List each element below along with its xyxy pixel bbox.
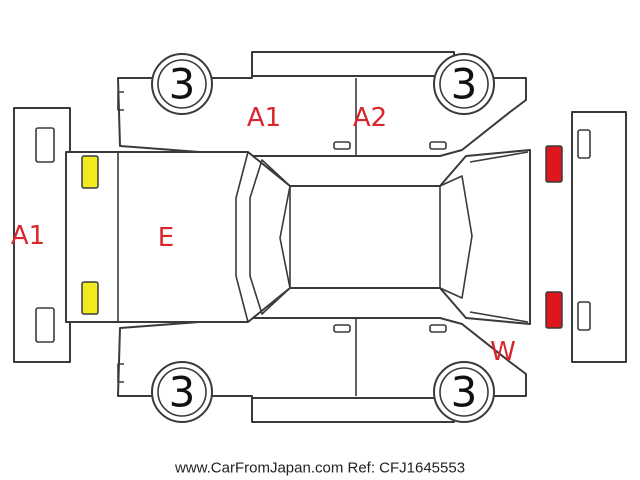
mark-front-bumper: A1 bbox=[11, 221, 45, 251]
wheel-rear-left-label: 3 bbox=[169, 368, 196, 417]
car-top-view bbox=[65, 149, 531, 325]
rear-light-top bbox=[545, 145, 563, 183]
front-light-top bbox=[81, 155, 99, 189]
mark-right-rear: W bbox=[490, 337, 516, 367]
front-bumper bbox=[13, 107, 71, 363]
wheel-front-left-label: 3 bbox=[169, 60, 196, 109]
mark-hood: E bbox=[158, 223, 174, 253]
wheel-rear-right: 3 bbox=[433, 361, 495, 423]
wheel-rear-right-label: 3 bbox=[451, 368, 478, 417]
wheel-front-left: 3 bbox=[151, 53, 213, 115]
wheel-front-right-label: 3 bbox=[451, 60, 478, 109]
mark-left-front-door: A1 bbox=[247, 103, 281, 133]
front-light-bottom bbox=[81, 281, 99, 315]
wheel-front-right: 3 bbox=[433, 53, 495, 115]
bottom-side-body bbox=[117, 317, 527, 423]
top-side-body bbox=[117, 51, 527, 157]
footer-ref: www.CarFromJapan.com Ref: CFJ1645553 bbox=[174, 460, 465, 477]
wheel-rear-left: 3 bbox=[151, 361, 213, 423]
rear-light-bottom bbox=[545, 291, 563, 329]
rear-bumper bbox=[571, 111, 627, 363]
mark-left-rear-door: A2 bbox=[353, 103, 387, 133]
